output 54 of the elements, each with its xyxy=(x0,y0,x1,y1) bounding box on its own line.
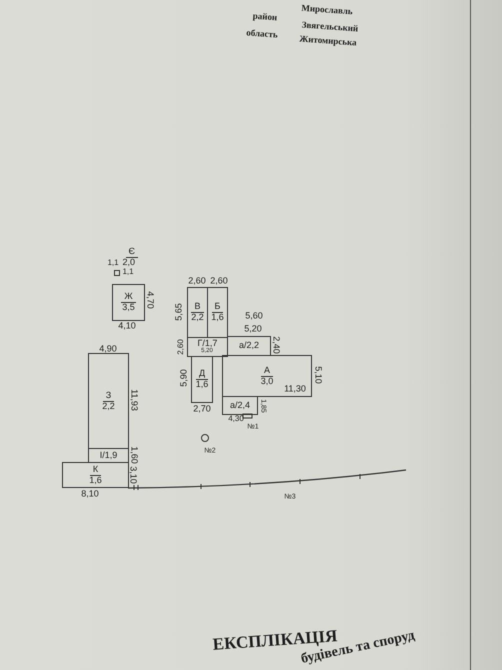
plan-label: 1,60 xyxy=(130,446,138,464)
area-value: 2,2 xyxy=(101,402,116,412)
area-value: 1,6 xyxy=(210,313,225,323)
plan-label: 4,90 xyxy=(99,344,117,354)
plan-label: Звягельський xyxy=(302,20,358,34)
plan-label: область xyxy=(246,28,278,40)
plan-label: 2,60 xyxy=(177,339,185,355)
building-letter: З xyxy=(102,390,114,402)
plan-label: 8,10 xyxy=(81,490,99,498)
building-letter: В xyxy=(191,302,204,313)
building-letter: І/1,9 xyxy=(98,450,118,460)
plan-label: 2,70 xyxy=(193,404,211,414)
area-value: 1,6 xyxy=(88,476,103,486)
plan-label: 5,20 xyxy=(244,324,262,334)
building-outline xyxy=(222,396,258,415)
building-outline xyxy=(187,337,228,357)
plan-label: 5,65 xyxy=(174,303,184,321)
plan-label: Житомирська xyxy=(299,34,357,48)
plan-label: район xyxy=(252,12,278,22)
building-letter: а/2,2 xyxy=(238,341,260,351)
building-outline xyxy=(88,353,129,449)
area-value: 2,2 xyxy=(190,313,205,323)
building-letter: Ж xyxy=(121,292,136,303)
plan-label: 2,60 xyxy=(188,276,206,286)
plan-label: 2,60 xyxy=(210,276,228,286)
building-outline xyxy=(112,284,145,321)
plan-label: 2,40 xyxy=(272,336,280,354)
plan-label: 5,90 xyxy=(180,369,188,387)
plan-label: 4,30 xyxy=(228,415,244,423)
area-value: 1,6 xyxy=(194,380,210,390)
building-outline xyxy=(207,287,228,338)
plan-label: 1,1 xyxy=(122,268,134,276)
building-letter: Г/1,7 xyxy=(196,339,218,348)
plan-label: Мирославль xyxy=(301,4,353,16)
building-letter: Є xyxy=(126,247,138,258)
building-outline xyxy=(191,356,213,403)
building-letter: К xyxy=(90,464,102,476)
area-value: 3,5 xyxy=(121,303,136,313)
plan-label: 1,1 xyxy=(107,259,119,267)
plan-label: 5,60 xyxy=(245,312,263,320)
building-letter: Б xyxy=(212,302,224,313)
building-outline xyxy=(62,462,129,488)
building-letter: а/2,4 xyxy=(228,400,252,410)
building-outline xyxy=(222,355,312,397)
building-letter: А xyxy=(260,366,273,376)
building-outline xyxy=(227,336,271,356)
plan-label: 3,10 xyxy=(128,466,138,484)
building-outline xyxy=(187,287,208,338)
building-letter: Д xyxy=(196,369,208,380)
plan-label: 11,30 xyxy=(284,384,306,394)
building-outline xyxy=(88,448,129,463)
plan-label: 4,10 xyxy=(118,322,136,330)
area-value: 2,0 xyxy=(121,258,136,268)
area-value: 3,0 xyxy=(260,376,274,386)
